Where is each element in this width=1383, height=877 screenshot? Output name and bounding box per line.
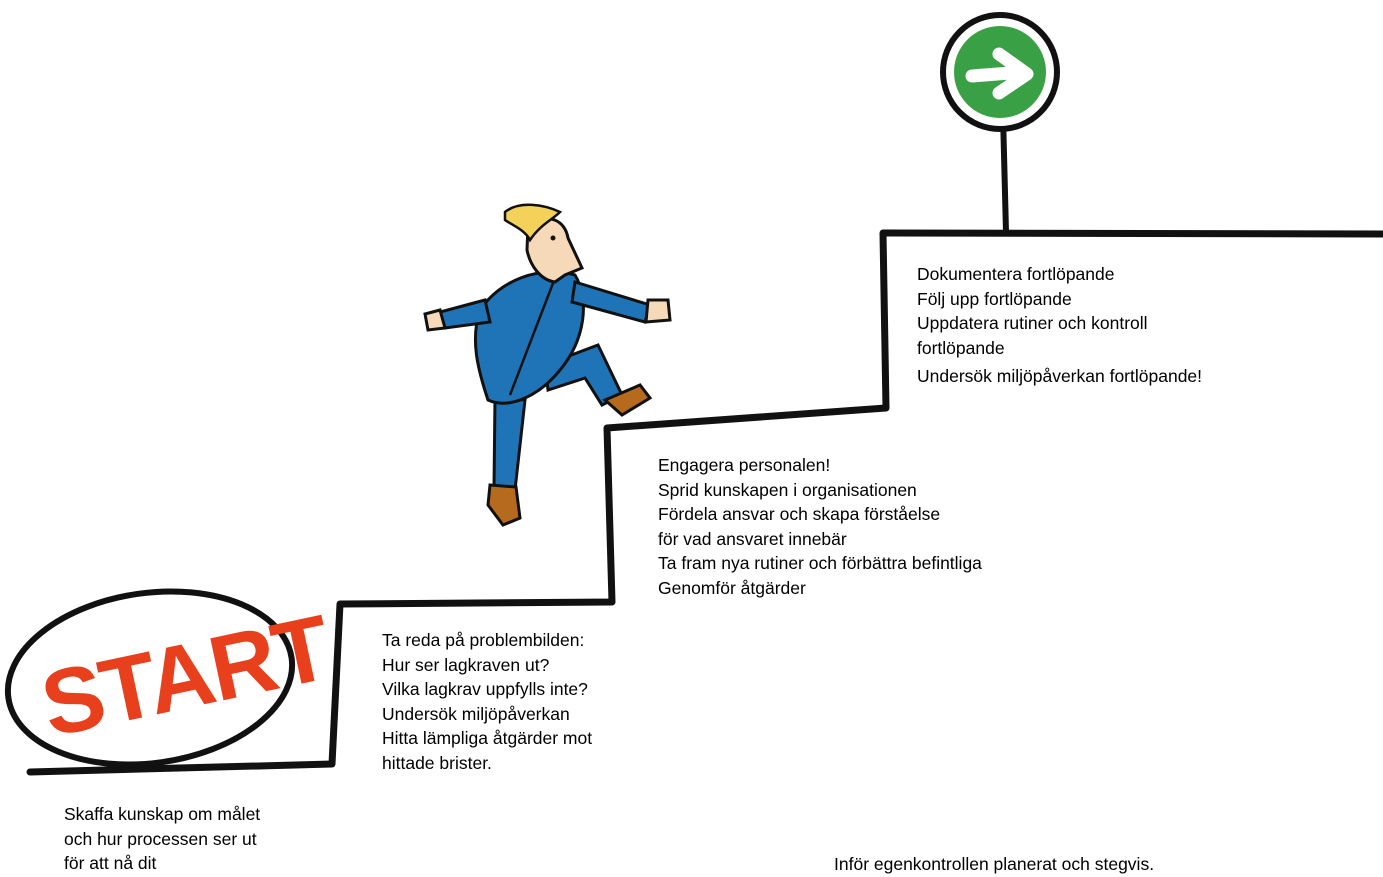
step-4-text: Dokumentera fortlöpande Följ upp fortlöp… — [917, 262, 1202, 389]
step-3-line: Sprid kunskapen i organisationen — [658, 479, 917, 500]
step-2-line: hittade brister. — [382, 752, 492, 773]
step-2-text: Ta reda på problembilden: Hur ser lagkra… — [382, 628, 592, 775]
step-2-line: Vilka lagkrav uppfylls inte? — [382, 679, 588, 699]
step-1-text: Skaffa kunskap om målet och hur processe… — [64, 802, 260, 876]
step-3-line: Ta fram nya rutiner och förbättra befint… — [658, 553, 982, 573]
step-3-line: Engagera personalen! — [658, 455, 831, 475]
step-3-line: för vad ansvaret innebär — [658, 528, 847, 549]
start-label: START — [33, 596, 339, 756]
step-4-line: Dokumentera fortlöpande — [917, 264, 1115, 284]
step-4-line: Följ upp fortlöpande — [917, 288, 1072, 309]
step-3-text: Engagera personalen! Sprid kunskapen i o… — [658, 453, 982, 600]
step-4-line: Undersök miljöpåverkan fortlöpande! — [917, 366, 1203, 386]
step-2-line: Hitta lämpliga åtgärder mot — [382, 728, 593, 748]
step-4-line: fortlöpande — [917, 337, 1005, 358]
step-1-line: för att nå dit — [64, 853, 157, 873]
step-2-line: Undersök miljöpåverkan — [382, 703, 570, 724]
step-3-line: Fördela ansvar och skapa förståelse — [658, 504, 941, 524]
step-3-line: Genomför åtgärder — [658, 577, 806, 598]
step-4-line: Uppdatera rutiner och kontroll — [917, 313, 1148, 333]
start-sign: START — [4, 588, 339, 768]
step-2-line: Hur ser lagkraven ut? — [382, 654, 550, 675]
climbing-person — [423, 203, 672, 527]
goal-sign — [940, 12, 1060, 233]
arrow-right-icon — [965, 47, 1034, 100]
step-1-line: och hur processen ser ut — [64, 828, 257, 849]
step-1-line: Skaffa kunskap om målet — [64, 804, 261, 824]
staircase-line — [26, 229, 1383, 776]
step-2-line: Ta reda på problembilden: — [382, 630, 585, 650]
footer-caption: Inför egenkontrollen planerat och stegvi… — [834, 854, 1155, 874]
